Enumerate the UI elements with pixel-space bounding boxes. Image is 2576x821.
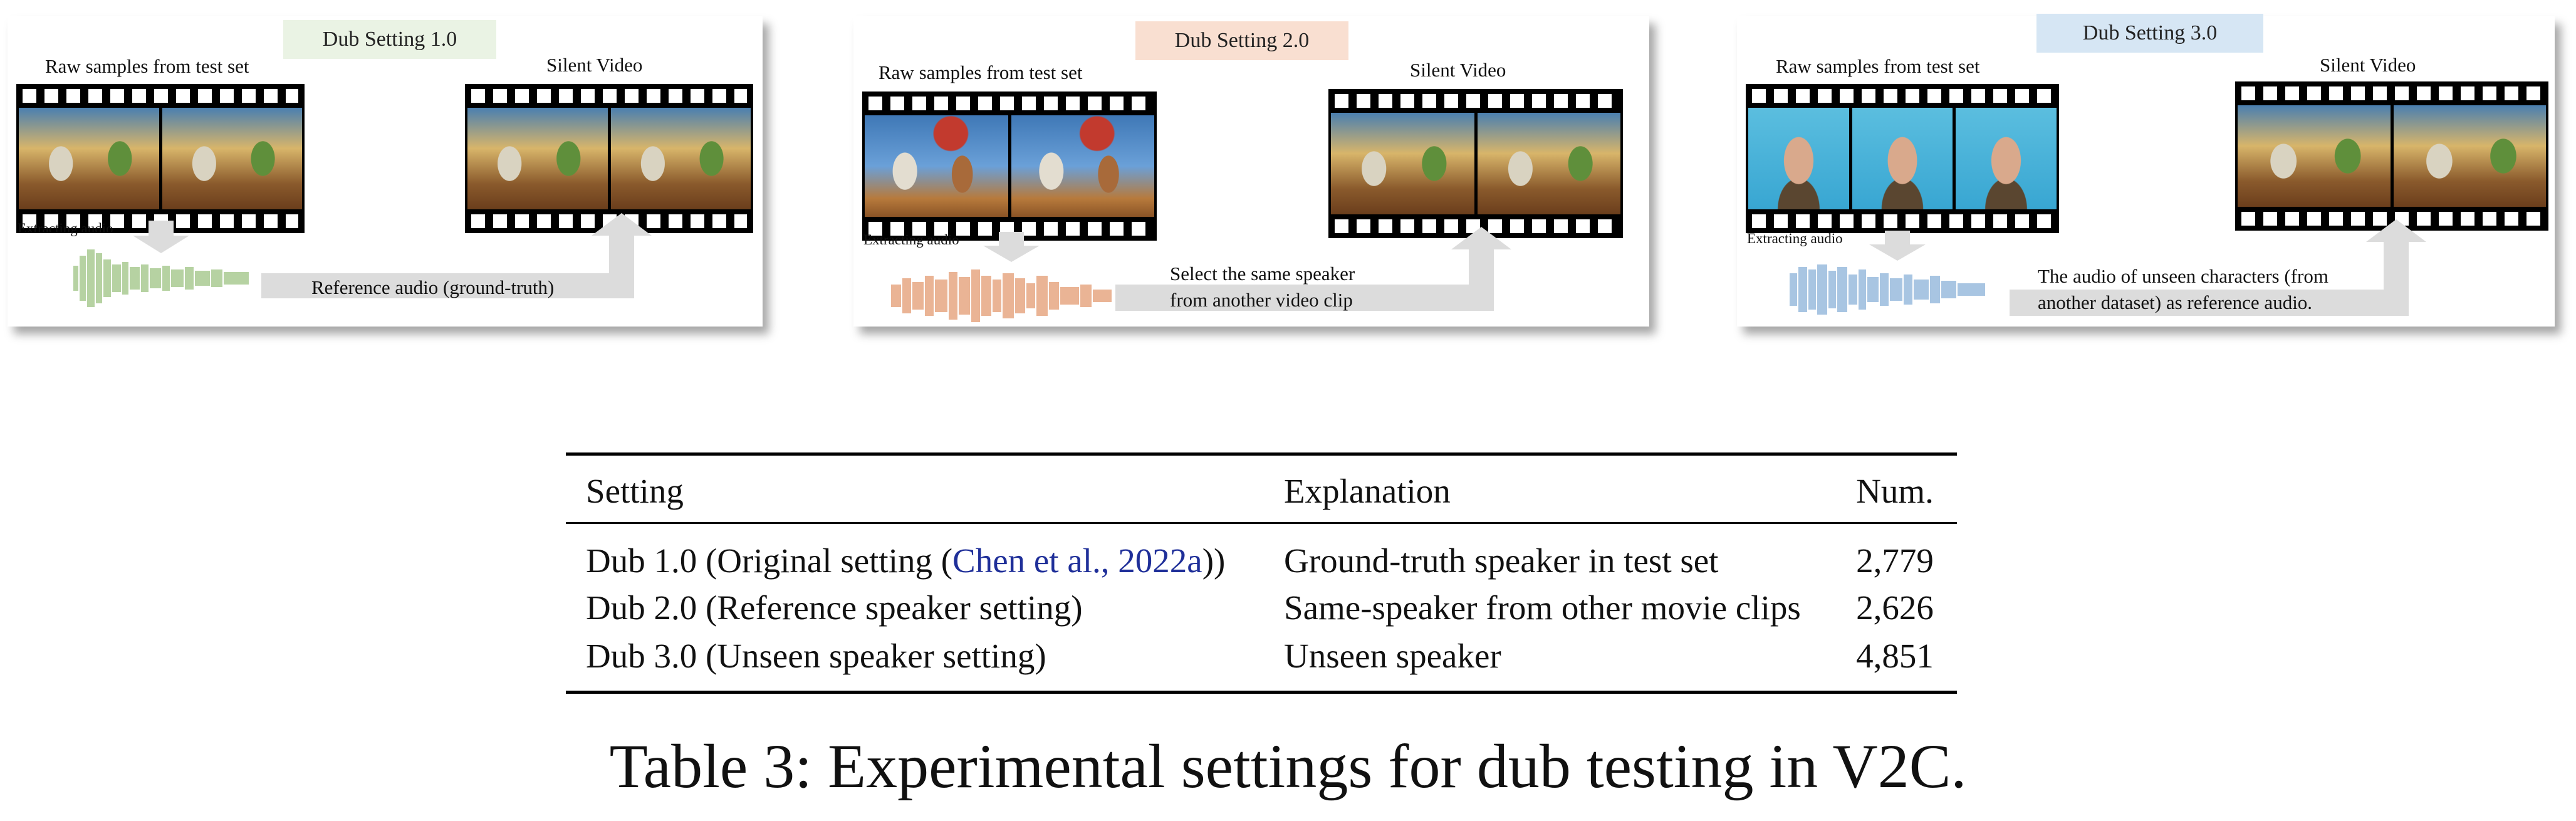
- citation-link[interactable]: Chen et al., 2022a: [952, 541, 1202, 580]
- raw-samples-label: Raw samples from test set: [45, 55, 249, 77]
- table-caption: Table 3: Experimental settings for dub t…: [609, 731, 1967, 801]
- elbow-arrow: [2010, 219, 2426, 316]
- silent-video-label: Silent Video: [1410, 59, 1506, 81]
- num-cell: 2,779: [1856, 541, 1934, 580]
- setting-cell: Dub 2.0 (Reference speaker setting): [586, 588, 1083, 627]
- frame-image: [19, 108, 159, 209]
- raw-film-strip: [1746, 84, 2059, 233]
- explanation-cell: Unseen speaker: [1264, 629, 1837, 694]
- frame-image: [610, 108, 751, 209]
- unseen-note: The audio of unseen characters (from ano…: [2038, 263, 2328, 316]
- setting-cell: Dub 3.0 (Unseen speaker setting): [566, 629, 1265, 694]
- note-line: from another video clip: [1170, 289, 1353, 311]
- down-arrow: [1869, 231, 1926, 261]
- raw-samples-label: Raw samples from test set: [879, 61, 1083, 83]
- settings-table: Setting Explanation Num. Dub 1.0 (Origin…: [566, 452, 1957, 694]
- setting-tag: Dub Setting 2.0: [1135, 21, 1348, 60]
- note-line: Reference audio (ground-truth): [311, 276, 555, 298]
- dub-setting-3-panel: Dub Setting 3.0 Raw samples from test se…: [1737, 14, 2555, 327]
- num-cell: 4,851: [1836, 629, 1957, 694]
- frame-image: [162, 108, 302, 209]
- explanation-cell: Ground-truth speaker in test set: [1284, 541, 1719, 580]
- explanation-cell: Same-speaker from other movie clips: [1284, 588, 1801, 627]
- flow-arrows: [73, 213, 652, 307]
- col-explanation-header: Explanation: [1264, 452, 1837, 524]
- frame-image: [1331, 113, 1474, 214]
- table-row: Dub 1.0 (Original setting (Chen et al., …: [566, 523, 1957, 586]
- table-row: Dub 2.0 (Reference speaker setting) Same…: [566, 585, 1957, 629]
- waveform: [73, 249, 249, 307]
- col-num-header: Num.: [1836, 452, 1957, 524]
- frame-image: [865, 115, 1008, 217]
- elbow-arrow: [261, 213, 652, 298]
- reference-note: Reference audio (ground-truth): [311, 275, 554, 301]
- note-line: another dataset) as reference audio.: [2038, 291, 2313, 313]
- setting-text: Dub 1.0 (Original setting (: [586, 541, 953, 580]
- frame-image: [1477, 113, 1620, 214]
- flow-arrows: [891, 227, 1511, 322]
- frame-image: [1011, 115, 1154, 217]
- dub-setting-2-panel: Dub Setting 2.0 Raw samples from test se…: [853, 16, 1649, 327]
- extracting-audio-label: Extracting audio: [863, 232, 959, 248]
- extracting-audio-label: Extracting audio: [18, 221, 113, 236]
- num-cell: 2,626: [1856, 588, 1934, 627]
- speaker-note: Select the same speaker from another vid…: [1170, 261, 1355, 313]
- silent-video-label: Silent Video: [2320, 54, 2416, 76]
- extracting-audio-label: Extracting audio: [1747, 231, 1843, 246]
- col-setting-header: Setting: [566, 452, 1265, 524]
- frame-image: [1956, 108, 2057, 209]
- raw-film-strip: [862, 92, 1157, 241]
- setting-suffix: )): [1202, 541, 1226, 580]
- waveform: [891, 269, 1112, 322]
- table-header-row: Setting Explanation Num.: [566, 452, 1957, 524]
- down-arrow: [983, 232, 1040, 262]
- dub-setting-1-panel: Dub Setting 1.0 Raw samples from test se…: [8, 16, 763, 327]
- raw-samples-label: Raw samples from test set: [1776, 55, 1980, 77]
- frame-image: [2238, 105, 2391, 207]
- flow-arrows: [1790, 219, 2426, 316]
- elbow-arrow: [1115, 227, 1511, 311]
- silent-film-strip: [2235, 81, 2548, 231]
- setting-cell: Dub 1.0 (Original setting (Chen et al., …: [566, 523, 1264, 586]
- frame-image: [1748, 108, 1849, 209]
- setting-tag: Dub Setting 1.0: [283, 20, 496, 59]
- silent-film-strip: [465, 84, 753, 233]
- note-line: The audio of unseen characters (from: [2038, 265, 2328, 287]
- down-arrow: [133, 221, 189, 253]
- waveform: [1790, 264, 1985, 315]
- silent-film-strip: [1328, 89, 1623, 238]
- table-row: Dub 3.0 (Unseen speaker setting) Unseen …: [566, 629, 1957, 694]
- frame-image: [467, 108, 608, 209]
- frame-image: [2393, 105, 2546, 207]
- silent-video-label: Silent Video: [546, 54, 643, 76]
- note-line: Select the same speaker: [1170, 263, 1355, 285]
- setting-tag: Dub Setting 3.0: [2036, 14, 2263, 53]
- frame-image: [1852, 108, 1953, 209]
